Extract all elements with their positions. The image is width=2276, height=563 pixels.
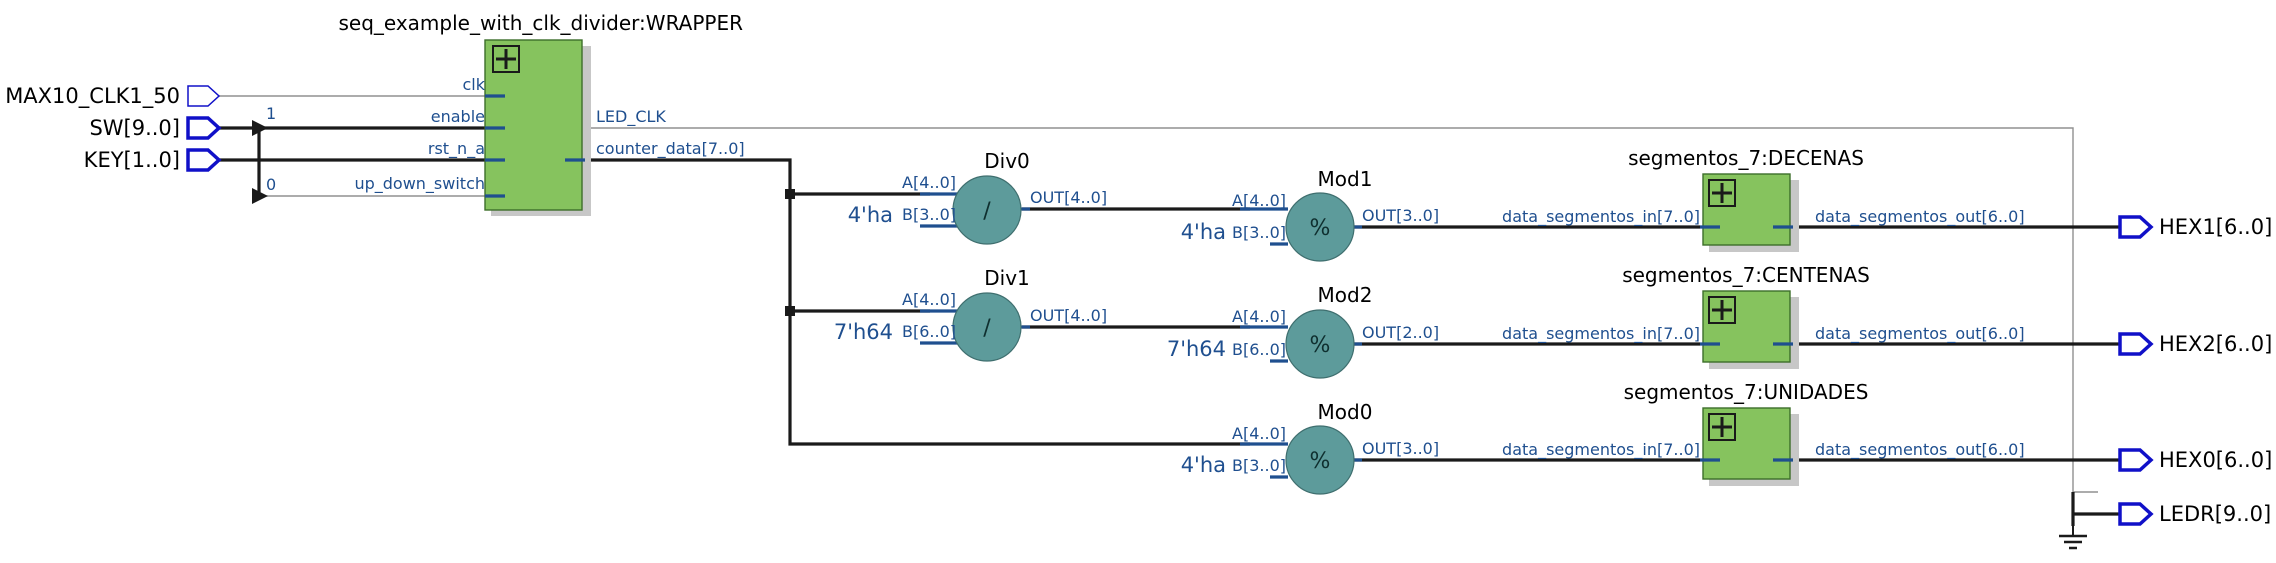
div0-port-b: B[3..0]	[902, 205, 956, 224]
operator-div0[interactable]: Div0 / A[4..0] B[3..0] OUT[4..0] 4'ha	[848, 149, 1107, 245]
seg-unidades-port-in: data_segmentos_in[7..0]	[1502, 440, 1700, 460]
expand-plus-icon[interactable]	[1708, 179, 1736, 207]
mod0-symbol: %	[1310, 449, 1331, 474]
wrapper-port-led-clk: LED_CLK	[596, 107, 666, 127]
junction-dot	[785, 189, 795, 199]
input-pins: MAX10_CLK1_50 SW[9..0] KEY[1..0]	[5, 84, 222, 172]
seg-decenas-title: segmentos_7:DECENAS	[1628, 146, 1864, 170]
div1-port-b: B[6..0]	[902, 322, 956, 341]
segment-block-unidades[interactable]: segmentos_7:UNIDADES data_segmentos_in[7…	[1502, 380, 2025, 486]
junction-dot	[785, 306, 795, 316]
mod1-const: 4'ha	[1181, 220, 1226, 244]
div1-symbol: /	[983, 316, 991, 341]
div0-const: 4'ha	[848, 203, 893, 227]
seg-centenas-port-in: data_segmentos_in[7..0]	[1502, 324, 1700, 344]
mod0-const: 4'ha	[1181, 453, 1226, 477]
bit-select-arrows: 1 0	[252, 104, 276, 204]
div0-port-out: OUT[4..0]	[1030, 188, 1107, 207]
wrapper-port-counter: counter_data[7..0]	[596, 139, 745, 159]
div1-port-a: A[4..0]	[902, 290, 956, 309]
pin-ledr-label: LEDR[9..0]	[2159, 502, 2271, 526]
div0-name: Div0	[984, 149, 1030, 173]
arrow-updown	[252, 188, 268, 204]
pin-hex0-label: HEX0[6..0]	[2159, 448, 2272, 472]
mod2-name: Mod2	[1318, 283, 1373, 307]
wrapper-title: seq_example_with_clk_divider:WRAPPER	[338, 11, 743, 35]
mod1-body	[1285, 192, 1355, 262]
pin-hex1[interactable]	[2118, 215, 2154, 239]
pin-max10-clk-label: MAX10_CLK1_50	[5, 84, 180, 109]
operator-mod1[interactable]: Mod1 % A[4..0] B[3..0] OUT[3..0] 4'ha	[1181, 167, 1439, 262]
mod2-port-a: A[4..0]	[1232, 307, 1286, 326]
wire-ledr	[2071, 492, 2120, 526]
operator-mod2[interactable]: Mod2 % A[4..0] B[6..0] OUT[2..0] 7'h64	[1167, 283, 1439, 379]
div0-body	[952, 175, 1022, 245]
mod0-port-b: B[3..0]	[1232, 456, 1286, 475]
wrapper-port-enable: enable	[431, 107, 485, 126]
seg-decenas-port-out: data_segmentos_out[6..0]	[1815, 207, 2025, 227]
wire-counter-data	[582, 158, 1250, 446]
mod0-port-out: OUT[3..0]	[1362, 439, 1439, 458]
wires	[219, 95, 2120, 526]
pin-sw[interactable]	[186, 116, 222, 140]
seg-centenas-title: segmentos_7:CENTENAS	[1622, 263, 1870, 287]
div0-port-a: A[4..0]	[902, 173, 956, 192]
wrapper-port-updown: up_down_switch	[354, 174, 485, 194]
seg-decenas-port-in: data_segmentos_in[7..0]	[1502, 207, 1700, 227]
div1-const: 7'h64	[834, 320, 893, 344]
updown-bit-label: 0	[266, 175, 276, 194]
operator-div1[interactable]: Div1 / A[4..0] B[6..0] OUT[4..0] 7'h64	[834, 266, 1107, 362]
pin-max10-clk[interactable]	[187, 85, 221, 107]
wrapper-port-rst: rst_n_a	[428, 139, 485, 159]
pin-hex1-label: HEX1[6..0]	[2159, 215, 2272, 239]
pin-hex2-label: HEX2[6..0]	[2159, 332, 2272, 356]
div0-symbol: /	[983, 199, 991, 224]
pin-hex2[interactable]	[2118, 332, 2154, 356]
seg-unidades-body	[1702, 407, 1791, 480]
expand-plus-icon[interactable]	[492, 45, 520, 73]
mod2-port-b: B[6..0]	[1232, 340, 1286, 359]
mod1-name: Mod1	[1318, 167, 1373, 191]
wrapper-block[interactable]: seq_example_with_clk_divider:WRAPPER clk…	[338, 11, 745, 216]
seg-centenas-port-out: data_segmentos_out[6..0]	[1815, 324, 2025, 344]
arrow-enable	[252, 120, 268, 136]
mod1-symbol: %	[1310, 216, 1331, 241]
mod1-port-b: B[3..0]	[1232, 223, 1286, 242]
mod0-body	[1285, 425, 1355, 495]
mod2-body	[1285, 309, 1355, 379]
expand-plus-icon[interactable]	[1708, 296, 1736, 324]
pin-hex0[interactable]	[2118, 448, 2154, 472]
seg-unidades-port-out: data_segmentos_out[6..0]	[1815, 440, 2025, 460]
wrapper-port-clk: clk	[462, 75, 485, 94]
expand-plus-icon[interactable]	[1708, 413, 1736, 441]
segment-block-decenas[interactable]: segmentos_7:DECENAS data_segmentos_in[7.…	[1502, 146, 2025, 252]
pin-ledr[interactable]	[2118, 502, 2154, 526]
operator-mod0[interactable]: Mod0 % A[4..0] B[3..0] OUT[3..0] 4'ha	[1181, 400, 1439, 495]
pin-sw-label: SW[9..0]	[89, 116, 180, 140]
wire-led-clk	[582, 127, 2098, 493]
output-pins: HEX1[6..0] HEX2[6..0] HEX0[6..0] LEDR[9.…	[2118, 215, 2272, 526]
div1-port-out: OUT[4..0]	[1030, 306, 1107, 325]
mod1-port-out: OUT[3..0]	[1362, 206, 1439, 225]
pin-key[interactable]	[186, 148, 222, 172]
mod1-port-a: A[4..0]	[1232, 191, 1286, 210]
mod2-const: 7'h64	[1167, 337, 1226, 361]
div1-body	[952, 292, 1022, 362]
segment-block-centenas[interactable]: segmentos_7:CENTENAS data_segmentos_in[7…	[1502, 263, 2025, 369]
pin-key-label: KEY[1..0]	[84, 148, 180, 172]
junctions	[785, 189, 795, 316]
mod0-name: Mod0	[1318, 400, 1373, 424]
ground-icon	[2059, 526, 2087, 550]
mod0-port-a: A[4..0]	[1232, 424, 1286, 443]
mod2-port-out: OUT[2..0]	[1362, 323, 1439, 342]
mod2-symbol: %	[1310, 333, 1331, 358]
enable-bit-label: 1	[266, 104, 276, 123]
seg-unidades-title: segmentos_7:UNIDADES	[1624, 380, 1869, 404]
div1-name: Div1	[984, 266, 1030, 290]
